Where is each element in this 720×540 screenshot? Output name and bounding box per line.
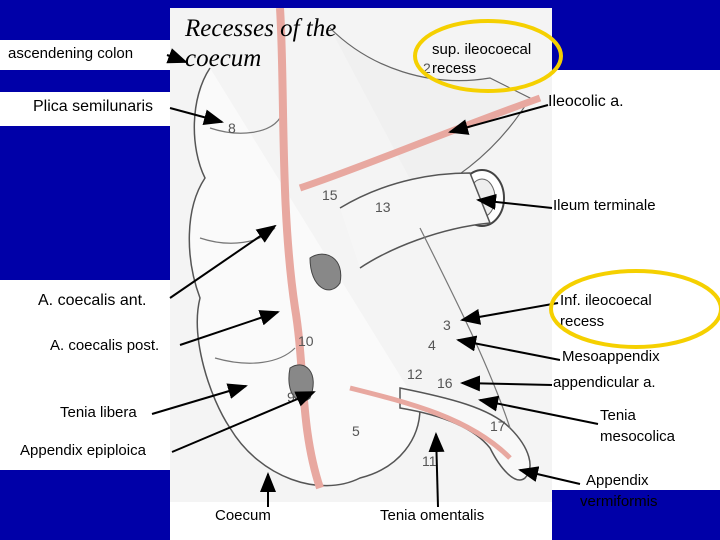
label-appendix-vermiformis-2: vermiformis [580,493,658,510]
arrow-plica-semilunaris [169,107,224,126]
fig-number-16: 16 [437,375,453,391]
label-a-coecalis-ant: A. coecalis ant. [38,292,147,309]
mesoappendix [419,227,511,429]
label-coecum: Coecum [215,507,271,524]
anatomy-drawing: 2 8 15 13 3 10 4 12 16 9 5 17 11 [188,7,542,490]
highlight-inf-recess [549,269,720,349]
fig-number-13: 13 [375,199,391,215]
title-line-1: Recesses of the [185,15,337,42]
label-inf-ileocoecal-recess-1: Inf. ileocoecal [560,292,652,309]
arrow-mesoappendix [456,335,561,361]
fig-number-9: 9 [287,389,295,405]
arrow-a-coecalis-ant [169,224,277,299]
fig-number-4: 4 [428,337,436,353]
label-ileocolic-artery: Ileocolic a. [548,93,624,110]
label-panel-left-lower [0,280,170,470]
label-a-coecalis-post: A. coecalis post. [50,337,160,354]
label-panel-bottom [170,502,552,540]
label-sup-ileocoecal-recess-2: recess [432,60,477,77]
fig-number-5: 5 [352,423,360,439]
fig-number-3: 3 [443,317,451,333]
title-line-2: coecum [185,45,262,72]
label-tenia-mesocolica-1: Tenia [600,407,636,424]
label-panel-ascending-colon [0,40,170,70]
arrow-appendix-vermiformis [518,466,581,485]
arrow-tenia-mesocolica [478,395,599,425]
label-plica-semilunaris: Plica semilunaris [33,98,154,115]
ileocolic-branch [298,94,542,192]
label-tenia-omentalis: Tenia omentalis [380,507,485,524]
label-tenia-libera: Tenia libera [60,404,137,421]
fig-number-2: 2 [423,60,431,76]
fig-number-12: 12 [407,366,423,382]
arrow-a-coecalis-post [179,310,280,346]
label-mesoappendix: Mesoappendix [562,348,660,365]
fig-number-10: 10 [298,333,314,349]
label-inf-ileocoecal-recess-2: recess [560,313,605,330]
label-panel-plica [0,92,170,126]
ileocolic-artery [276,7,324,490]
arrow-tenia-omentalis [428,432,445,508]
label-sup-ileocoecal-recess-1: sup. ileocoecal [432,41,532,58]
arrow-inf-recess [460,302,559,325]
arrow-ascending-colon [166,48,188,64]
label-tenia-mesocolica-2: mesocolica [600,428,676,445]
arrow-appendix-epiploica [171,391,316,453]
label-ileum-terminale: Ileum terminale [553,197,656,214]
fig-number-17: 17 [490,418,506,434]
label-appendix-epiploica: Appendix epiploica [20,442,146,459]
label-appendix-vermiformis-1: Appendix [586,472,649,489]
arrow-ileum-terminale [476,193,553,210]
arrow-tenia-libera [151,383,248,415]
label-appendicular-artery: appendicular a. [553,374,656,391]
colon-outline [188,67,421,487]
fig-number-15: 15 [322,187,338,203]
appendicular-artery [349,385,512,460]
arrow-ileocolic [448,104,549,135]
fig-number-11: 11 [422,453,437,469]
fig-number-8: 8 [228,120,236,136]
slide-title: Recesses of the coecum [185,14,336,74]
arrow-appendicular [460,375,553,392]
epiploic-appendage-1 [309,253,342,291]
label-ascending-colon: ascendening colon [8,45,134,62]
highlight-sup-recess [413,19,563,93]
